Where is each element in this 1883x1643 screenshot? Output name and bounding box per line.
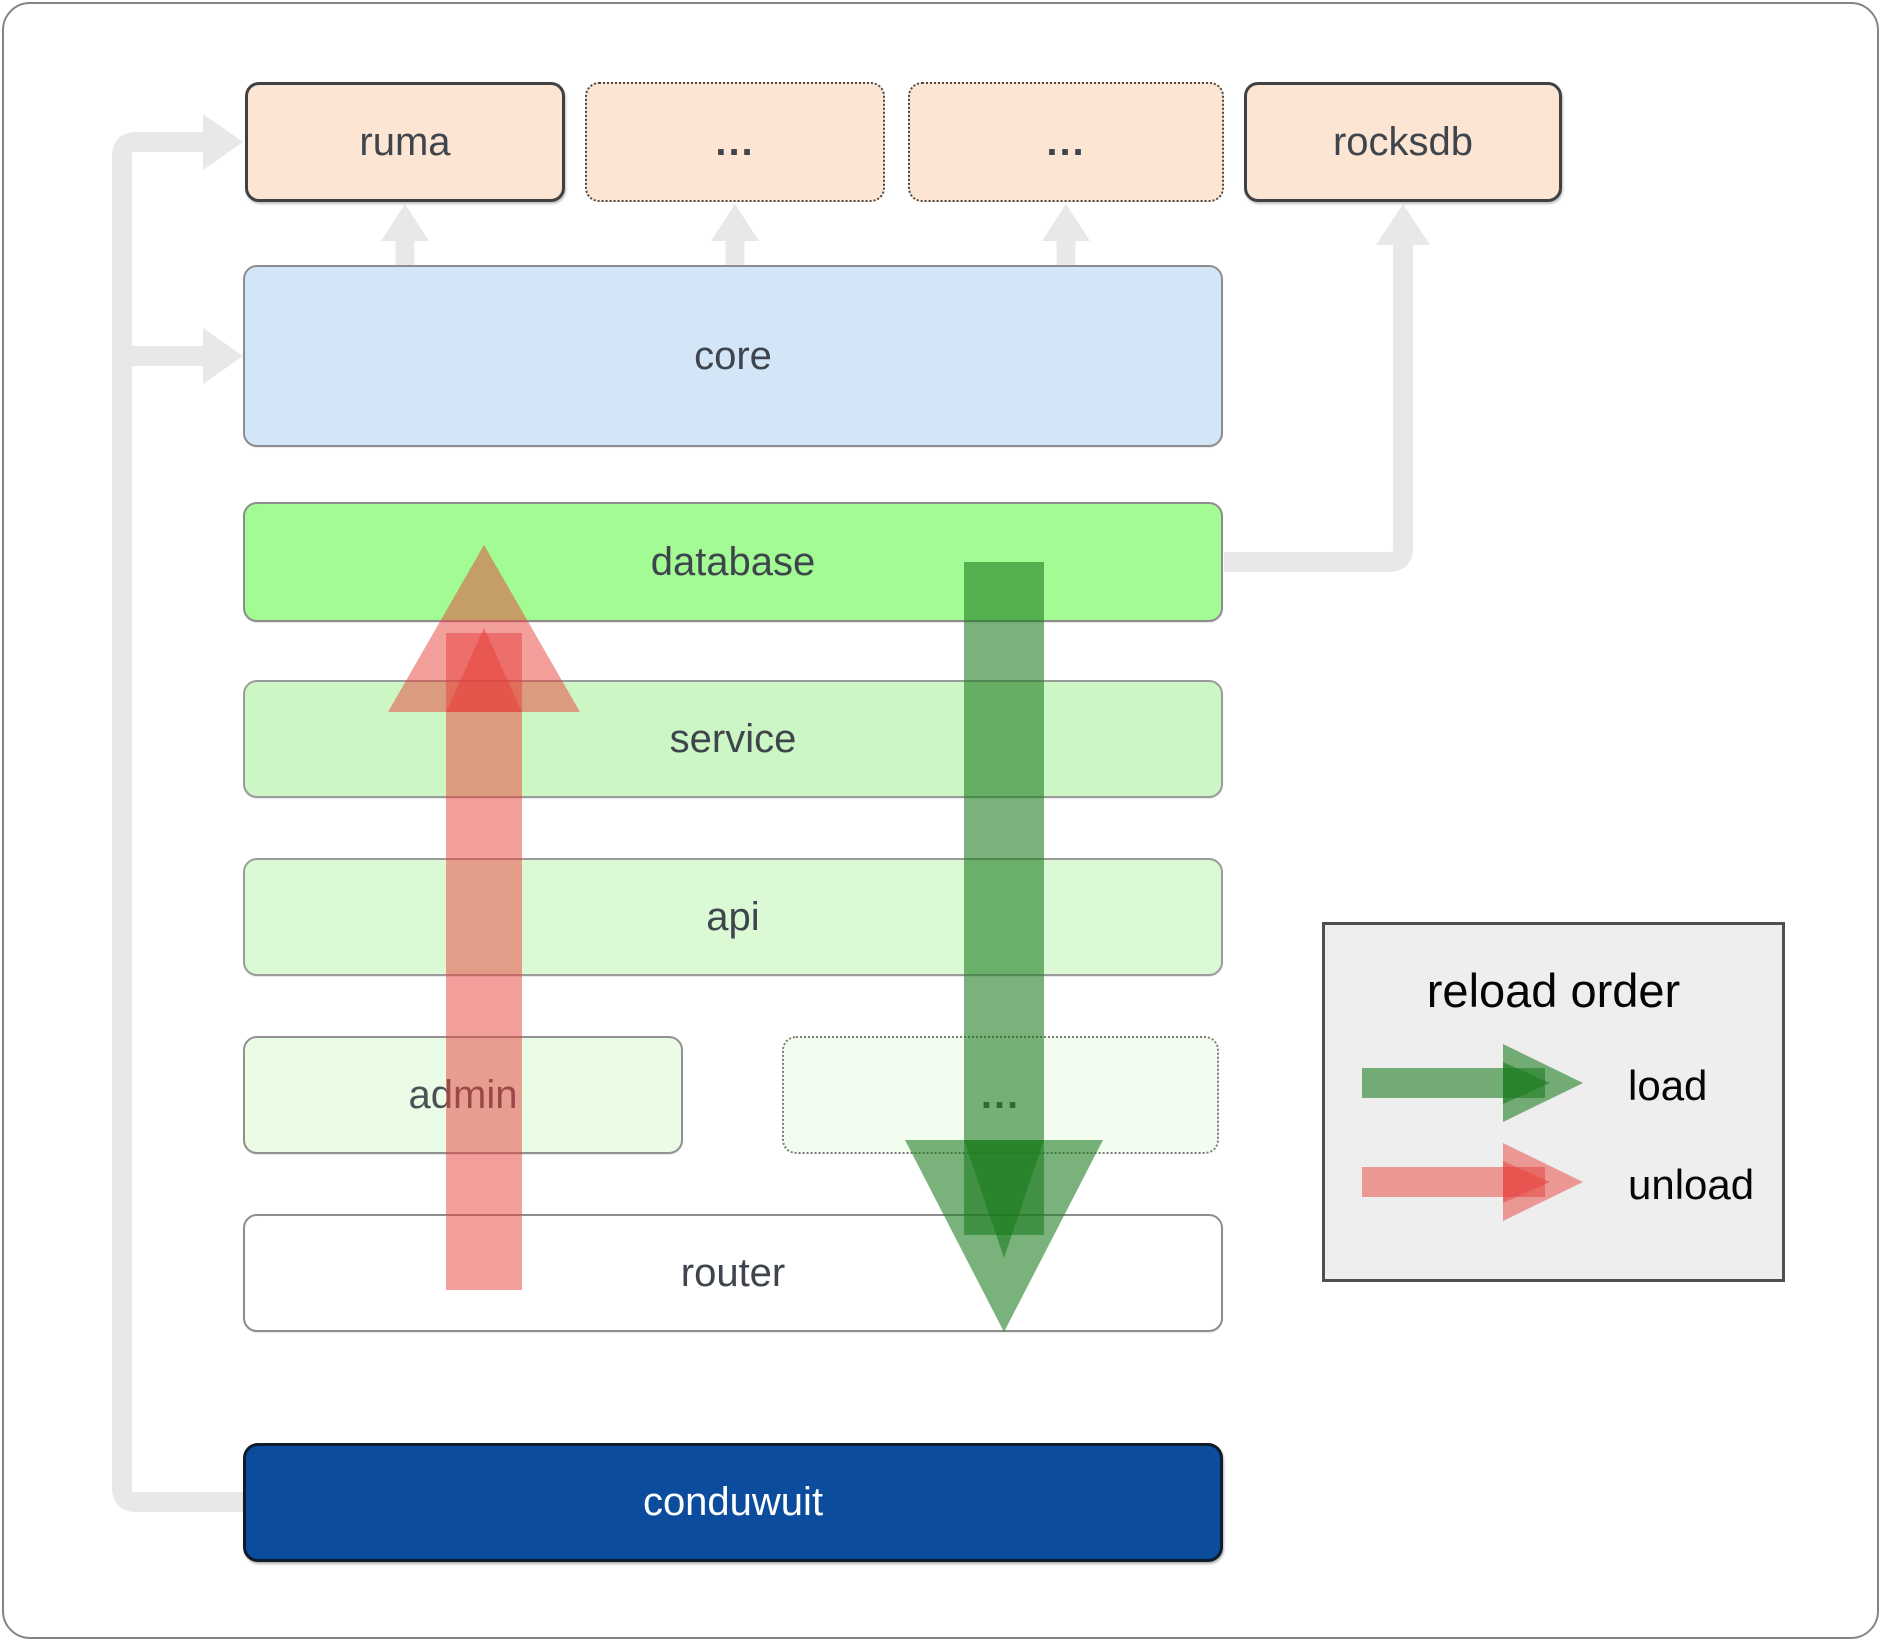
node-api: api xyxy=(243,858,1223,976)
node-service: service xyxy=(243,680,1223,798)
node-rocksdb: rocksdb xyxy=(1244,82,1562,202)
connector-conduwuit-to-ruma xyxy=(112,132,243,1512)
node-ruma: ruma xyxy=(245,82,565,202)
node-ellipsis-1-label: ... xyxy=(715,119,755,164)
node-conduwuit: conduwuit xyxy=(243,1443,1223,1562)
node-database: database xyxy=(243,502,1223,622)
arrowhead-core-dots1 xyxy=(711,204,759,241)
node-api-label: api xyxy=(706,894,760,939)
node-admin: admin xyxy=(243,1036,683,1154)
node-conduwuit-label: conduwuit xyxy=(642,1480,824,1524)
node-admin-label: admin xyxy=(408,1072,518,1117)
node-core: core xyxy=(243,265,1223,447)
arrowhead-to-ruma xyxy=(203,114,243,170)
arrowhead-to-core xyxy=(203,328,243,384)
legend-load-label: load xyxy=(1628,1062,1708,1109)
node-ellipsis-3-label: ... xyxy=(980,1072,1021,1117)
arrowhead-core-ruma xyxy=(381,204,429,241)
connector-database-to-rocksdb xyxy=(1224,244,1413,572)
node-ellipsis-2: ... xyxy=(908,82,1224,202)
node-core-label: core xyxy=(694,333,772,378)
node-ellipsis-1: ... xyxy=(585,82,885,202)
arrowhead-to-rocksdb xyxy=(1376,204,1430,245)
node-router-label: router xyxy=(680,1250,786,1295)
legend-unload-label: unload xyxy=(1628,1161,1755,1208)
node-rocksdb-label: rocksdb xyxy=(1332,119,1474,164)
node-router: router xyxy=(243,1214,1223,1332)
arrowhead-core-dots2 xyxy=(1042,204,1090,241)
node-ellipsis-3: ... xyxy=(782,1036,1219,1154)
node-database-label: database xyxy=(650,539,816,584)
legend-title: reload order xyxy=(1426,964,1681,1017)
node-ellipsis-2-label: ... xyxy=(1046,119,1086,164)
node-ruma-label: ruma xyxy=(359,119,451,164)
legend: reload order load unload xyxy=(1322,922,1785,1282)
node-service-label: service xyxy=(669,716,797,761)
